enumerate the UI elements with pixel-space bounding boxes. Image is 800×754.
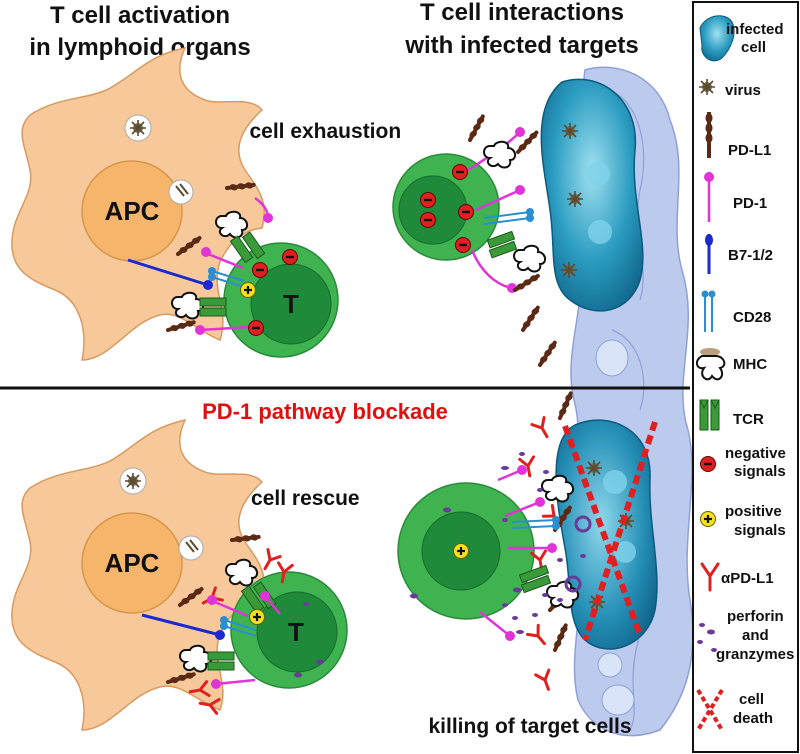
- negative-signal-icon: [455, 237, 471, 253]
- cd28-icon: [701, 290, 716, 332]
- legend-item-infected: infected cell: [699, 15, 784, 62]
- legend-item-neg: negative signals: [700, 445, 786, 480]
- legend-label: perforin: [727, 608, 784, 625]
- exhaustion-label: T cell exhaustion: [231, 120, 401, 143]
- t-cell-label: T: [288, 617, 304, 647]
- t-cell-label: T: [283, 289, 299, 319]
- negative-signal-icon: [248, 320, 264, 336]
- negative-signal-icon: [458, 204, 474, 220]
- virus-icon: [560, 261, 578, 279]
- legend-label: virus: [725, 82, 761, 99]
- positive-signal-icon: [249, 609, 265, 625]
- legend-label: signals: [734, 463, 786, 480]
- negative-signal-icon: [252, 262, 268, 278]
- virus-icon: [124, 472, 142, 490]
- legend-label: PD-L1: [728, 142, 771, 159]
- virus-icon: [566, 190, 584, 208]
- legend-label: and: [742, 627, 769, 644]
- legend-label: cell: [741, 39, 766, 56]
- legend-item-virus: virus: [698, 78, 761, 99]
- legend-label: TCR: [733, 411, 764, 428]
- legend-label: infected: [726, 21, 784, 38]
- negative-signal-icon: [420, 212, 436, 228]
- legend-label: positive: [725, 503, 782, 520]
- positive-signal-icon: [240, 282, 256, 298]
- apc-nucleus: [81, 512, 183, 614]
- legend-label: CD28: [733, 309, 771, 326]
- negative-signal-icon: [282, 249, 298, 265]
- synapse-top-left: [127, 173, 298, 337]
- synapse-top-right: [460, 113, 563, 367]
- apc-label: APC: [105, 196, 160, 226]
- virus-icon: [561, 122, 579, 140]
- header-right-line2: with infected targets: [404, 32, 638, 59]
- mhc-icon: [696, 348, 726, 381]
- legend-label: MHC: [733, 356, 767, 373]
- pd-l1-icon: [705, 112, 713, 158]
- apc-label: APC: [105, 548, 160, 578]
- legend-item-perforin: perforin and granzymes: [697, 608, 794, 663]
- legend-label: B7-1/2: [728, 247, 773, 264]
- t-cell-top-right: [392, 153, 500, 261]
- infected-cell-top: [540, 78, 644, 312]
- positive-signal-icon: [700, 511, 716, 527]
- legend-item-apdl1: αPD-L1: [700, 562, 774, 592]
- infected-cell-bottom: [555, 419, 658, 650]
- legend-item-cd28: CD28: [701, 290, 771, 332]
- legend-label: negative: [725, 445, 786, 462]
- negative-signal-icon: [420, 192, 436, 208]
- legend-label: granzymes: [716, 646, 794, 663]
- pd-1-icon: [704, 172, 714, 222]
- legend-item-pd1: PD-1: [704, 172, 767, 222]
- anti-pd-l1-icon: [700, 562, 720, 592]
- header-left-line2: in lymphoid organs: [29, 34, 250, 61]
- rescue-label: T cell rescue: [232, 487, 359, 510]
- tcr-icon: [699, 399, 720, 431]
- virus-icon: [129, 119, 147, 137]
- legend-label: cell: [739, 691, 764, 708]
- legend-item-tcr: TCR: [699, 399, 764, 431]
- legend-item-mhc: MHC: [696, 348, 767, 381]
- legend-label: PD-1: [733, 195, 767, 212]
- synapse-bottom-left: [141, 525, 294, 715]
- legend-item-b7: B7-1/2: [705, 234, 773, 274]
- header-right-line1: T cell interactions: [420, 0, 624, 26]
- infected-cell-icon: [699, 15, 735, 62]
- header-left-line1: T cell activation: [50, 2, 230, 29]
- legend-label: αPD-L1: [721, 570, 774, 587]
- t-cell-bottom-right: [397, 482, 535, 620]
- legend-item-pos: positive signals: [700, 503, 786, 539]
- synapse-bottom-right: [479, 390, 592, 694]
- legend-item-pdl1: PD-L1: [705, 112, 771, 159]
- positive-signal-icon: [453, 543, 469, 559]
- blockade-label: PD-1 pathway blockade: [202, 399, 448, 424]
- legend-item-death: cell death: [696, 688, 773, 732]
- negative-signal-icon: [700, 456, 716, 472]
- b7-icon: [705, 234, 713, 274]
- virus-icon: [698, 78, 716, 96]
- killing-label: killing of target cells: [428, 715, 631, 738]
- virus-icon: [585, 459, 603, 477]
- negative-signal-icon: [452, 164, 468, 180]
- t-cell-top: T: [223, 242, 339, 358]
- cell-death-mark: [562, 421, 658, 641]
- legend-label: signals: [734, 522, 786, 539]
- perforin-granzymes-icon: [697, 623, 717, 652]
- legend-label: death: [733, 710, 773, 727]
